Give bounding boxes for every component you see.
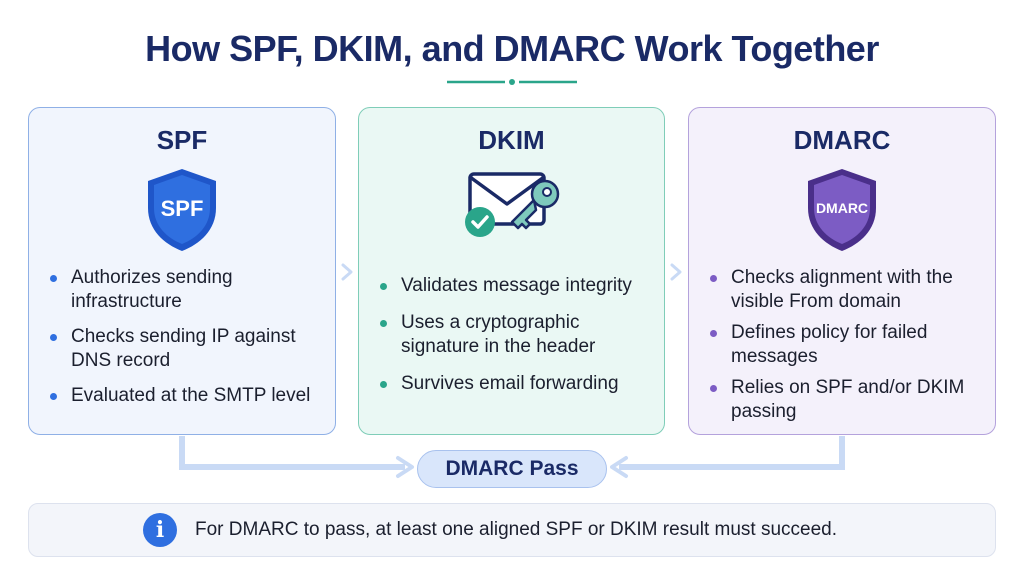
info-icon: i — [143, 513, 177, 547]
envelope-key-icon — [456, 168, 568, 253]
chevron-right-icon — [341, 263, 353, 281]
list-item: Validates message integrity — [377, 274, 656, 298]
list-item: Relies on SPF and/or DKIM passing — [707, 376, 987, 424]
chevron-right-icon — [670, 263, 682, 281]
dkim-card-title: DKIM — [478, 125, 545, 155]
list-item: Evaluated at the SMTP level — [47, 384, 327, 408]
list-item: Uses a cryptographic signature in the he… — [377, 311, 656, 359]
spf-card-title: SPF — [156, 125, 208, 155]
dkim-card: DKIM Validates message integrity Uses a … — [358, 107, 665, 435]
title-divider — [447, 79, 577, 85]
list-item: Checks sending IP against DNS record — [47, 325, 327, 373]
info-note: i For DMARC to pass, at least one aligne… — [28, 503, 996, 557]
list-item: Authorizes sending infrastructure — [47, 266, 327, 314]
info-note-text: For DMARC to pass, at least one aligned … — [195, 519, 838, 540]
list-item: Survives email forwarding — [377, 372, 656, 396]
dmarc-pass-badge: DMARC Pass — [417, 450, 607, 488]
page-title: How SPF, DKIM, and DMARC Work Together — [145, 28, 879, 69]
dmarc-card-title: DMARC — [793, 125, 891, 155]
spf-card: SPF SPF Authorizes sending infrastructur… — [28, 107, 336, 435]
spf-shield-label: SPF — [161, 196, 204, 221]
dmarc-card: DMARC DMARC Checks alignment with the vi… — [688, 107, 996, 435]
shield-icon: DMARC — [802, 166, 882, 259]
list-item: Defines policy for failed messages — [707, 321, 987, 369]
shield-icon: SPF — [142, 166, 222, 259]
dmarc-shield-label: DMARC — [816, 200, 868, 216]
list-item: Checks alignment with the visible From d… — [707, 266, 987, 314]
